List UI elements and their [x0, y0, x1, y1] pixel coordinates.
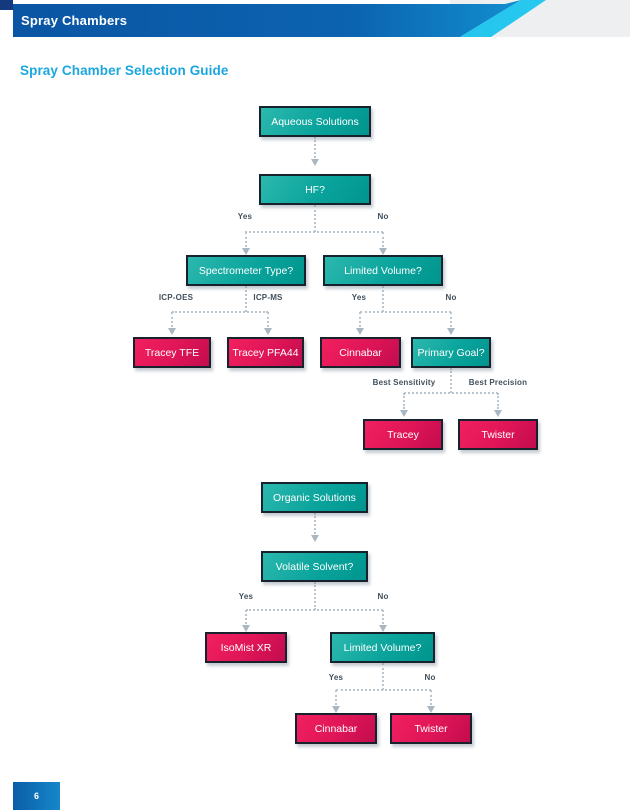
page-header-title: Spray Chambers: [21, 13, 128, 28]
flow-node-isomist-xr: IsoMist XR: [205, 632, 287, 663]
arrow-down-icon: [494, 410, 502, 417]
arrow-down-icon: [379, 625, 387, 632]
connector: [314, 137, 316, 158]
arrow-down-icon: [264, 328, 272, 335]
branch-label-yes: Yes: [237, 212, 253, 221]
connector: [245, 610, 247, 624]
connector: [382, 232, 384, 247]
connector: [314, 205, 316, 232]
arrow-down-icon: [311, 535, 319, 542]
branch-label-icp-oes: ICP-OES: [158, 293, 194, 302]
connector: [171, 312, 173, 327]
branch-label-icp-ms: ICP-MS: [253, 293, 283, 302]
arrow-down-icon: [447, 328, 455, 335]
arrow-down-icon: [379, 248, 387, 255]
header-corner-block: [0, 0, 13, 10]
flow-node-tracey-pfa44: Tracey PFA44: [227, 337, 304, 368]
connector: [450, 368, 452, 393]
branch-label-no: No: [445, 293, 457, 302]
connector: [246, 609, 383, 611]
connector: [314, 513, 316, 534]
flow-node-tracey-tfe: Tracey TFE: [133, 337, 211, 368]
flow-node-hf-question: HF?: [259, 174, 371, 205]
arrow-down-icon: [356, 328, 364, 335]
flow-node-limited-volume-1: Limited Volume?: [323, 255, 443, 286]
connector: [450, 312, 452, 327]
arrow-down-icon: [332, 706, 340, 713]
connector: [336, 689, 431, 691]
connector: [403, 393, 405, 409]
flow-node-cinnabar-1: Cinnabar: [320, 337, 401, 368]
branch-label-yes: Yes: [328, 673, 344, 682]
branch-label-yes: Yes: [238, 592, 254, 601]
branch-label-no: No: [377, 212, 389, 221]
connector: [172, 311, 268, 313]
connector: [497, 393, 499, 409]
connector: [382, 286, 384, 312]
connector: [404, 392, 498, 394]
branch-label-yes: Yes: [351, 293, 367, 302]
arrow-down-icon: [242, 248, 250, 255]
flow-node-twister-1: Twister: [458, 419, 538, 450]
page-number-badge: 6: [13, 782, 60, 810]
header-blue-band: [13, 0, 521, 37]
connector: [359, 312, 361, 327]
branch-label-best-sensitivity: Best Sensitivity: [372, 378, 436, 387]
flow-node-primary-goal: Primary Goal?: [411, 337, 491, 368]
connector: [382, 663, 384, 690]
arrow-down-icon: [400, 410, 408, 417]
connector: [245, 232, 247, 247]
flow-node-volatile-solvent: Volatile Solvent?: [261, 551, 368, 582]
connector: [314, 582, 316, 610]
connector: [382, 610, 384, 624]
flow-node-limited-volume-2: Limited Volume?: [330, 632, 435, 663]
arrow-down-icon: [168, 328, 176, 335]
flow-node-aqueous-solutions: Aqueous Solutions: [259, 106, 371, 137]
branch-label-no: No: [377, 592, 389, 601]
arrow-down-icon: [427, 706, 435, 713]
flow-node-twister-2: Twister: [390, 713, 472, 744]
connector: [335, 690, 337, 705]
flow-node-organic-solutions: Organic Solutions: [261, 482, 368, 513]
connector: [245, 231, 383, 233]
flow-node-spectrometer-type: Spectrometer Type?: [186, 255, 306, 286]
arrow-down-icon: [311, 159, 319, 166]
flow-node-cinnabar-2: Cinnabar: [295, 713, 377, 744]
connector: [245, 286, 247, 312]
connector: [267, 312, 269, 327]
arrow-down-icon: [242, 625, 250, 632]
connector: [360, 311, 451, 313]
connector: [430, 690, 432, 705]
flow-node-tracey: Tracey: [363, 419, 443, 450]
branch-label-no: No: [424, 673, 436, 682]
section-title: Spray Chamber Selection Guide: [20, 63, 229, 78]
branch-label-best-precision: Best Precision: [468, 378, 528, 387]
